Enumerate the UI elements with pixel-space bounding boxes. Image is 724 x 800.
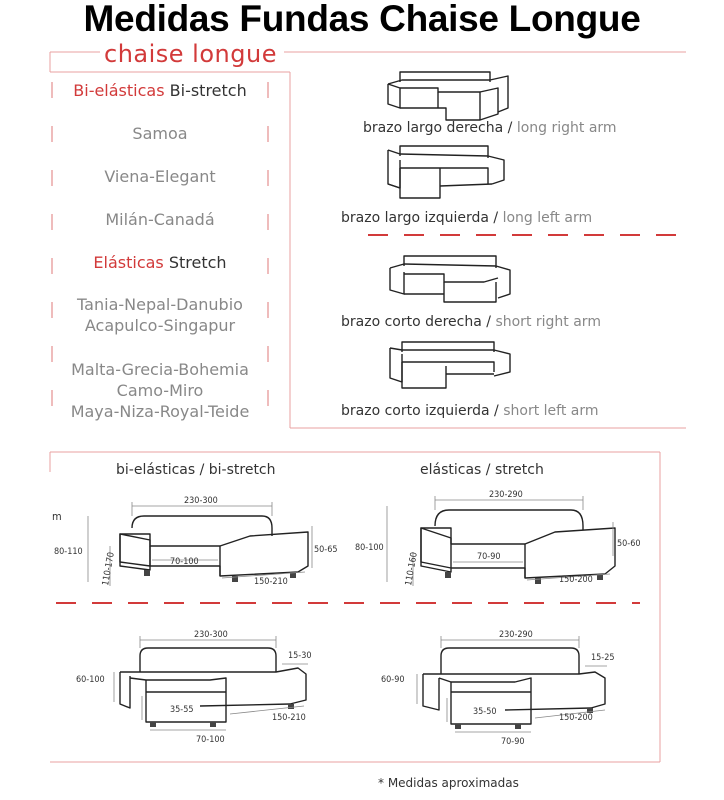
dim-seat: 70-90 xyxy=(501,737,525,747)
dim-chaise: 150-210 xyxy=(254,577,288,587)
stretch-dims-heading: elásticas / stretch xyxy=(420,462,544,478)
dim-seat: 70-100 xyxy=(196,735,225,745)
stretch-long-diagram: 230-290 80-100 50-60 70-90 150-200 110-1… xyxy=(355,490,641,587)
dim-chaise: 150-200 xyxy=(559,575,593,585)
stretch-heading-es: Elásticas xyxy=(93,253,164,272)
model-line: Tania-Nepal-Danubio xyxy=(77,295,243,314)
caption-long-right: brazo largo derecha / long right arm xyxy=(363,120,617,136)
caption-es: brazo largo izquierda xyxy=(341,210,489,226)
stretch-heading: Elásticas Stretch xyxy=(45,252,275,273)
stretch-short-diagram: 230-290 15-25 60-90 35-50 150-200 70-90 xyxy=(381,630,615,747)
model-samoa: Samoa xyxy=(132,124,188,143)
dim-width: 230-300 xyxy=(194,630,228,640)
caption-en: long right arm xyxy=(516,120,617,136)
cut-letter: m xyxy=(52,510,62,523)
dim-width: 230-290 xyxy=(499,630,533,640)
dim-chaise: 150-210 xyxy=(272,713,306,723)
dim-depth: 50-65 xyxy=(314,545,338,555)
sofa-short-left-icon xyxy=(389,341,511,389)
dim-seat-depth: 35-55 xyxy=(170,705,194,715)
dim-width: 230-290 xyxy=(489,490,523,500)
model-line: Camo-Miro xyxy=(116,381,204,400)
caption-short-left: brazo corto izquierda / short left arm xyxy=(341,403,599,419)
model-group-malta: Malta-Grecia-Bohemia Camo-Miro Maya-Niza… xyxy=(45,359,275,422)
model-line: Acapulco-Singapur xyxy=(84,316,236,335)
dim-height: 80-110 xyxy=(54,547,83,557)
caption-en: short right arm xyxy=(495,314,601,330)
dim-seat: 70-90 xyxy=(477,552,501,562)
dim-arm: 15-30 xyxy=(288,651,312,661)
caption-sep: / xyxy=(488,210,503,226)
caption-es: brazo corto izquierda xyxy=(341,403,490,419)
model-viena-elegant: Viena-Elegant xyxy=(104,167,216,186)
caption-es: brazo largo derecha xyxy=(363,120,504,136)
dim-arm: 110-170 xyxy=(101,551,117,586)
caption-sep: / xyxy=(503,120,517,136)
model-group-tania: Tania-Nepal-Danubio Acapulco-Singapur xyxy=(45,294,275,336)
dim-chaise: 150-200 xyxy=(559,713,593,723)
dim-arm: 110-160 xyxy=(404,551,420,586)
bi-stretch-dims-heading: bi-elásticas / bi-stretch xyxy=(116,462,276,478)
dim-height: 80-100 xyxy=(355,543,384,553)
model-line: Malta-Grecia-Bohemia xyxy=(71,360,249,379)
model-line: Maya-Niza-Royal-Teide xyxy=(70,402,250,421)
sofa-short-right-icon xyxy=(389,255,511,303)
model-milan-canada: Milán-Canadá xyxy=(105,210,215,229)
bi-stretch-heading-en: Bi-stretch xyxy=(169,81,247,100)
caption-en: long left arm xyxy=(502,210,593,226)
section-title: chaise longue xyxy=(104,40,277,68)
bi-stretch-heading-es: Bi-elásticas xyxy=(73,81,165,100)
bi-stretch-long-diagram: m 230-300 80-110 50-65 70-100 150-210 11… xyxy=(52,496,338,587)
caption-sep: / xyxy=(489,403,504,419)
dim-height: 60-90 xyxy=(381,675,405,685)
sofa-long-left-icon xyxy=(387,145,505,199)
caption-short-right: brazo corto derecha / short right arm xyxy=(341,314,601,330)
caption-es: brazo corto derecha xyxy=(341,314,482,330)
caption-sep: / xyxy=(481,314,496,330)
dim-arm: 15-25 xyxy=(591,653,615,663)
caption-en: short left arm xyxy=(503,403,599,419)
dim-width: 230-300 xyxy=(184,496,218,506)
dim-seat-depth: 35-50 xyxy=(473,707,497,717)
sofa-long-right-icon xyxy=(387,71,509,121)
page-title: Medidas Fundas Chaise Longue xyxy=(83,0,641,39)
dim-depth: 50-60 xyxy=(617,539,641,549)
bi-stretch-heading: Bi-elásticas Bi-stretch xyxy=(45,80,275,101)
caption-long-left: brazo largo izquierda / long left arm xyxy=(341,210,592,226)
dim-seat: 70-100 xyxy=(170,557,199,567)
bi-stretch-short-diagram: 230-300 15-30 60-100 35-55 150-210 70-10… xyxy=(76,630,312,745)
dim-height: 60-100 xyxy=(76,675,105,685)
footnote: * Medidas aproximadas xyxy=(378,776,519,790)
stretch-heading-en: Stretch xyxy=(168,253,227,272)
